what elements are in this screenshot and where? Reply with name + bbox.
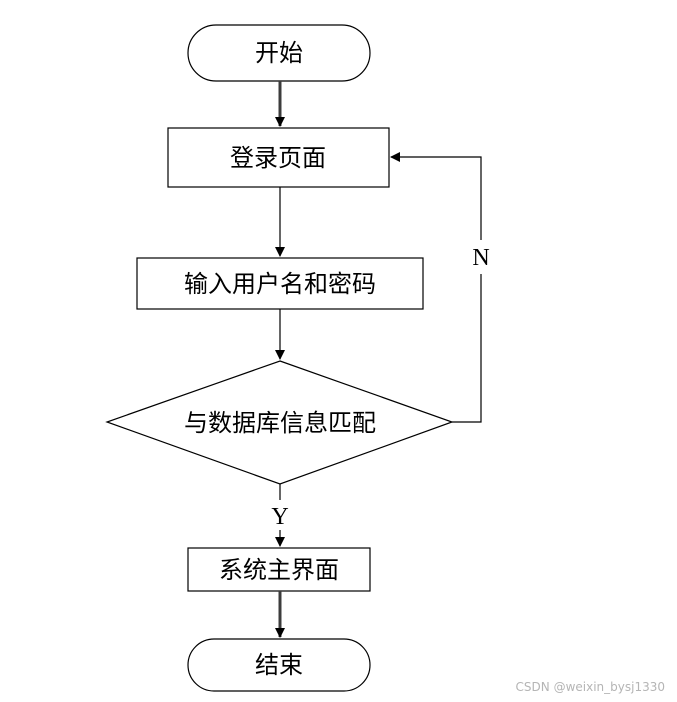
- yes-edge-label: Y: [271, 504, 288, 530]
- login-page-shape: [167, 127, 390, 188]
- no-edge-label: N: [472, 245, 489, 271]
- db-match-decision-node: 与数据库信息匹配: [105, 360, 454, 485]
- yes-label-background: [266, 500, 294, 530]
- end-label: 结束: [255, 651, 303, 679]
- no-label-background: [466, 240, 496, 274]
- arrow-no-loop-to-login: [390, 152, 482, 423]
- end-node: 结束: [187, 638, 371, 692]
- watermark: CSDN @weixin_bysj1330: [515, 680, 665, 694]
- main-ui-label: 系统主界面: [219, 556, 339, 584]
- login-page-node: 登录页面: [167, 127, 390, 188]
- db-match-decision-label: 与数据库信息匹配: [184, 409, 376, 437]
- input-credentials-node: 输入用户名和密码: [136, 257, 424, 310]
- start-label: 开始: [255, 39, 303, 67]
- input-credentials-label: 输入用户名和密码: [184, 270, 376, 298]
- main-ui-node: 系统主界面: [187, 547, 371, 592]
- start-node: 开始: [187, 24, 371, 82]
- login-page-label: 登录页面: [230, 144, 326, 172]
- end-shape: [187, 638, 371, 692]
